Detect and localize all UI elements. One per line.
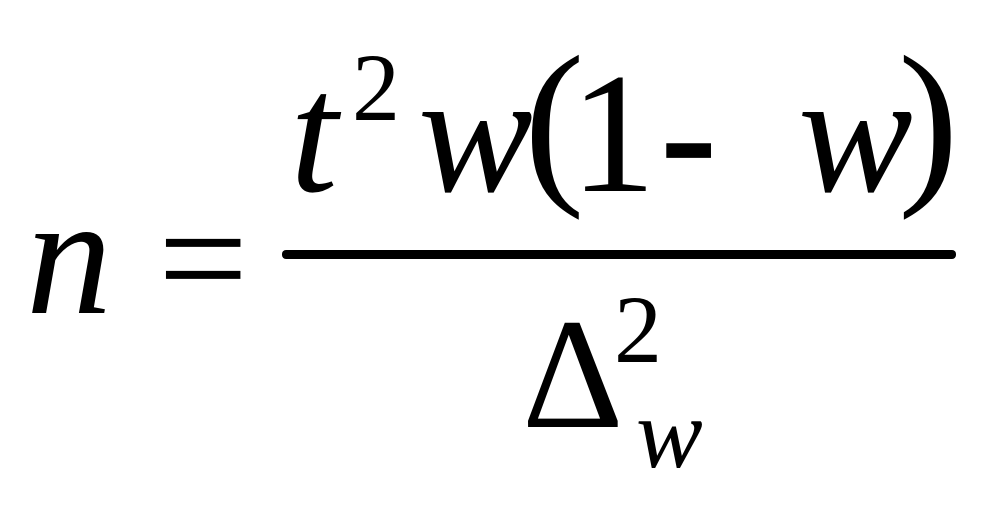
- fraction-bar: [282, 250, 956, 259]
- constant-one: 1: [570, 39, 656, 229]
- variable-t: t: [290, 39, 338, 229]
- variable-n: n: [26, 161, 112, 351]
- close-parenthesis: ): [898, 20, 959, 221]
- t-exponent: 2: [352, 34, 400, 141]
- equals-sign: =: [158, 169, 249, 347]
- delta-subscript: w: [636, 378, 703, 489]
- variable-w-second: w: [798, 39, 913, 229]
- delta-symbol: Δ: [522, 287, 624, 462]
- delta-exponent: 2: [614, 276, 662, 383]
- variable-w-first: w: [418, 39, 533, 229]
- minus-sign: -: [660, 39, 718, 229]
- open-parenthesis: (: [524, 20, 585, 221]
